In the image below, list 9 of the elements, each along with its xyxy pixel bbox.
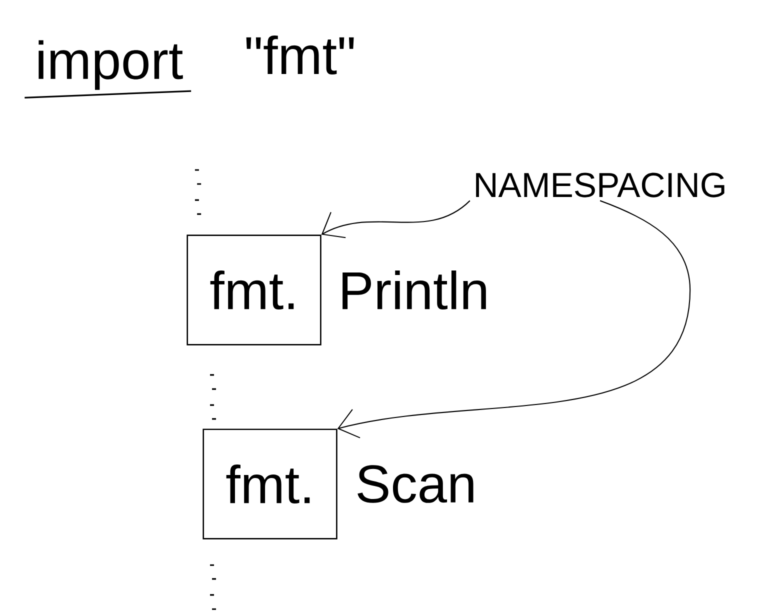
arrow <box>321 200 470 238</box>
beside-text: Println <box>342 270 486 310</box>
text: "fmt" <box>246 35 354 74</box>
text-box: fmt. <box>186 234 322 346</box>
arrow <box>337 200 691 438</box>
text-box: fmt. <box>202 428 338 540</box>
underlined-text: import <box>24 40 192 98</box>
beside-text: Scan <box>358 465 474 503</box>
handwritten-label: NAMESPACING <box>476 172 724 198</box>
